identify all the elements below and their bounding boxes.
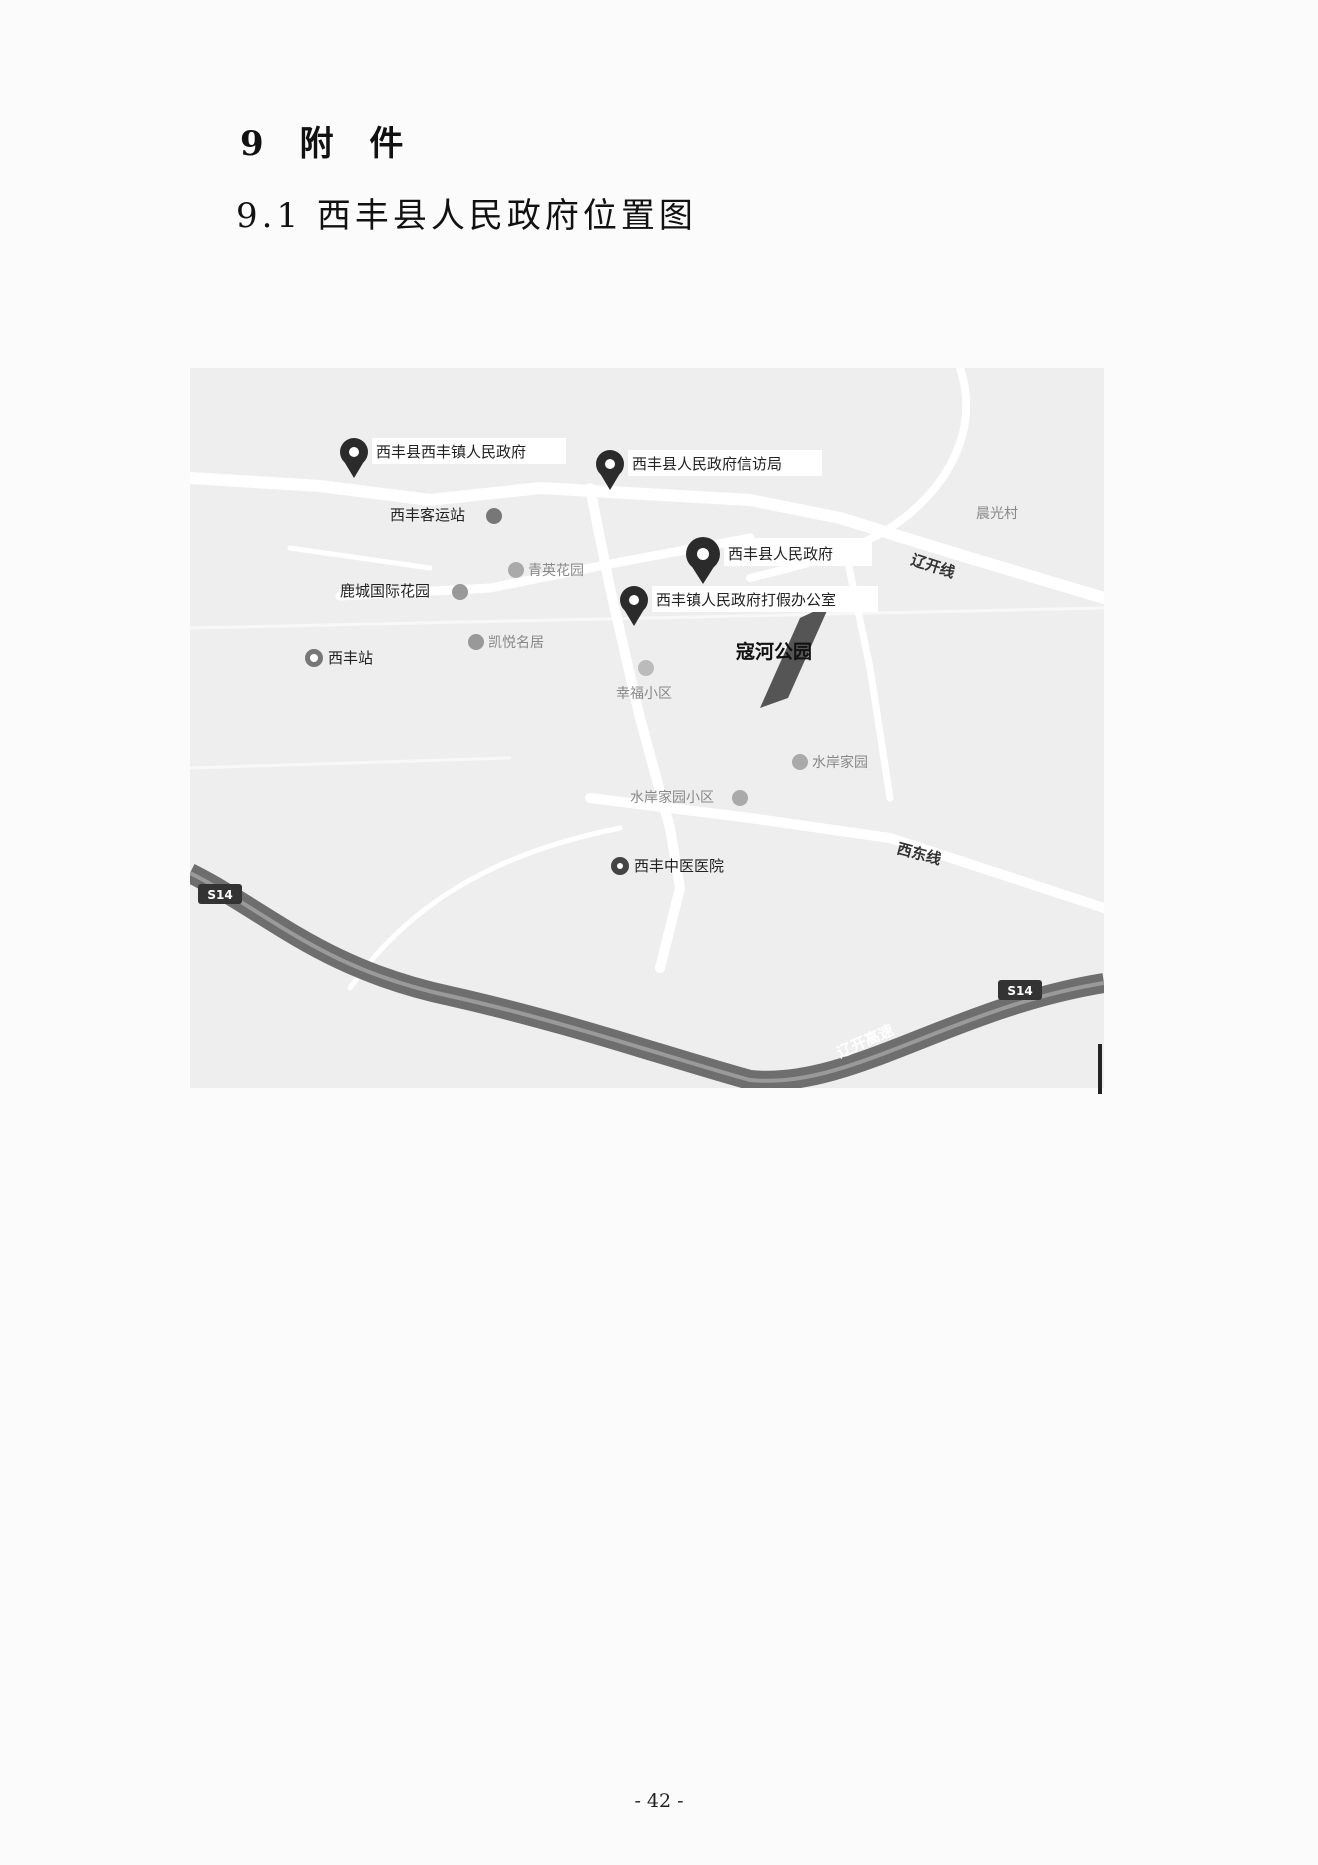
poi-kaiyue-residence: 凯悦名居: [468, 634, 544, 651]
map-canvas: S14 S14 辽开线 西东线 辽开高速 西丰县西丰镇人民政府: [190, 368, 1104, 1088]
shield-s14-left: S14: [198, 884, 242, 904]
svg-text:S14: S14: [207, 888, 232, 902]
poi-bus-station: 西丰客运站: [390, 506, 502, 524]
svg-text:西丰站: 西丰站: [328, 649, 373, 667]
svg-text:西丰县人民政府信访局: 西丰县人民政府信访局: [632, 455, 782, 473]
poi-qingying-garden: 青英花园: [508, 562, 584, 579]
svg-text:晨光村: 晨光村: [976, 506, 1018, 522]
scan-artifact: [1098, 1044, 1102, 1094]
pin-anti-counterfeit-office: 西丰镇人民政府打假办公室: [620, 586, 878, 626]
label-kouhe-park: 寇河公园: [736, 640, 812, 663]
label-xidong-line: 西东线: [895, 839, 943, 868]
road-liaokai-line: [190, 472, 1104, 604]
expressway-centerline: [190, 871, 1104, 1083]
svg-text:西丰中医医院: 西丰中医医院: [634, 857, 724, 875]
road-central-west: [335, 533, 755, 601]
svg-text:鹿城国际花园: 鹿城国际花园: [340, 582, 430, 600]
road-lucheng: [287, 545, 433, 571]
pin-petition-bureau: 西丰县人民政府信访局: [596, 450, 822, 490]
svg-text:西丰客运站: 西丰客运站: [390, 506, 465, 524]
road-north-south: [585, 483, 686, 973]
subsection-heading: 9.1 西丰县人民政府位置图: [236, 196, 697, 236]
svg-text:S14: S14: [1007, 984, 1032, 998]
page-number: - 42 -: [634, 1790, 684, 1812]
svg-text:水岸家园小区: 水岸家园小区: [630, 789, 714, 806]
shield-s14-right: S14: [998, 980, 1042, 1000]
svg-text:水岸家园: 水岸家园: [812, 754, 868, 771]
road-faint-1: [190, 606, 1104, 630]
pin-county-government: 西丰县人民政府: [686, 537, 872, 584]
svg-text:幸福小区: 幸福小区: [616, 686, 672, 702]
road-faint-2: [190, 756, 512, 770]
poi-shuian-community: 水岸家园小区: [630, 789, 748, 806]
road-southwest: [347, 825, 623, 991]
poi-shuian-garden: 水岸家园: [792, 754, 868, 771]
road-north-arc: [746, 368, 971, 582]
poi-tcm-hospital: 西丰中医医院: [611, 857, 724, 875]
poi-xifeng-station: 西丰站: [305, 649, 373, 667]
svg-text:青英花园: 青英花园: [528, 562, 584, 579]
location-map: S14 S14 辽开线 西东线 辽开高速 西丰县西丰镇人民政府: [190, 368, 1104, 1088]
poi-chenguang-village: 晨光村: [976, 506, 1018, 522]
poi-lucheng-garden: 鹿城国际花园: [340, 582, 468, 600]
river-kouhe: [760, 604, 830, 708]
svg-text:西丰县西丰镇人民政府: 西丰县西丰镇人民政府: [376, 443, 526, 461]
pin-xifengzhen-government: 西丰县西丰镇人民政府: [340, 438, 566, 478]
svg-text:西丰镇人民政府打假办公室: 西丰镇人民政府打假办公室: [656, 591, 836, 609]
poi-xingfu-community: 幸福小区: [616, 660, 672, 702]
svg-text:西丰县人民政府: 西丰县人民政府: [728, 545, 833, 563]
section-heading: 9 附 件: [240, 124, 416, 164]
svg-text:凯悦名居: 凯悦名居: [488, 635, 544, 651]
road-xidong-line: [585, 793, 1104, 913]
